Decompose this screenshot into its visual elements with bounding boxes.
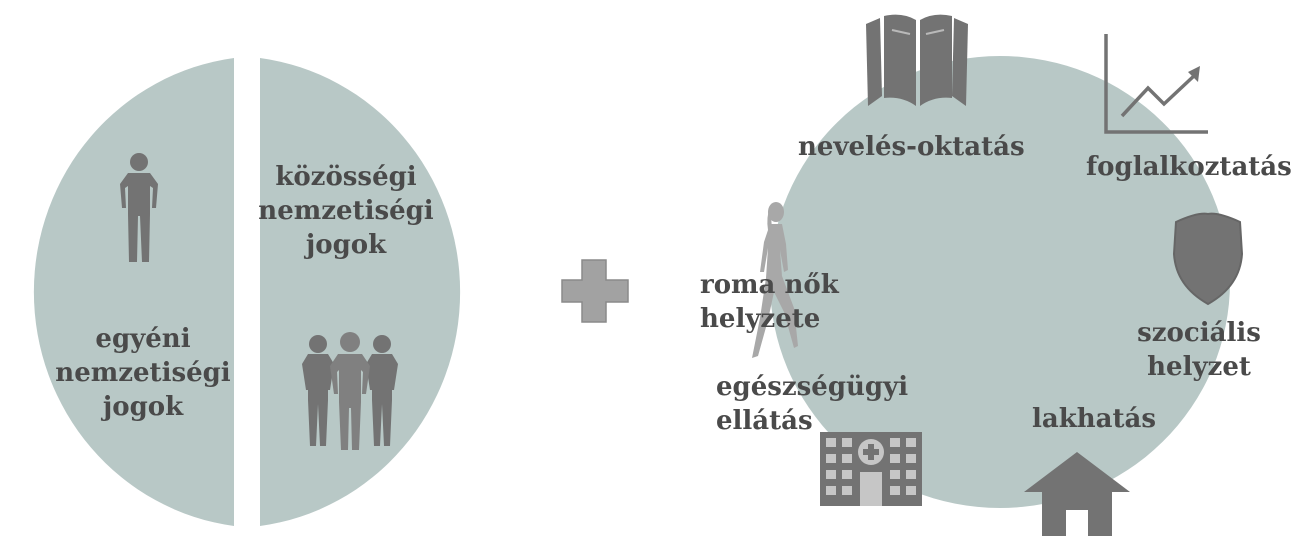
person-icon xyxy=(120,153,158,262)
label-line: ellátás xyxy=(716,406,813,436)
label-line: egyéni xyxy=(95,324,191,354)
label-line: egészségügyi xyxy=(716,372,909,402)
walking-woman-icon xyxy=(752,202,798,358)
topics-circle xyxy=(770,56,1230,508)
label-line: nemzetiségi xyxy=(258,196,434,226)
hospital-icon xyxy=(820,432,922,506)
label-line: közösségi xyxy=(275,162,417,192)
house-icon xyxy=(1024,452,1130,536)
label-line: nemzetiségi xyxy=(55,358,231,388)
shield-icon xyxy=(1172,212,1244,306)
health-label: egészségügyi ellátás xyxy=(716,370,908,438)
plus-icon xyxy=(561,259,629,323)
label-line: jogok xyxy=(102,392,184,422)
employment-label: foglalkoztatás xyxy=(1086,152,1292,182)
individual-rights-label: egyéni nemzetiségi jogok xyxy=(48,322,238,424)
group-icon xyxy=(302,332,398,450)
education-label: nevelés-oktatás xyxy=(798,132,1025,162)
book-icon xyxy=(866,14,968,107)
individual-rights-half xyxy=(33,58,234,526)
social-label: szociális helyzet xyxy=(1124,316,1274,384)
housing-label: lakhatás xyxy=(1032,404,1156,434)
label-line: roma nők xyxy=(700,270,839,300)
community-rights-label: közösségi nemzetiségi jogok xyxy=(246,160,446,262)
label-line: szociális xyxy=(1137,318,1261,348)
label-line: helyzete xyxy=(700,304,821,334)
label-line: jogok xyxy=(305,230,387,260)
label-line: helyzet xyxy=(1147,352,1251,382)
chart-icon xyxy=(1104,34,1208,134)
roma-women-label: roma nők helyzete xyxy=(700,268,839,336)
community-rights-half xyxy=(260,58,461,526)
